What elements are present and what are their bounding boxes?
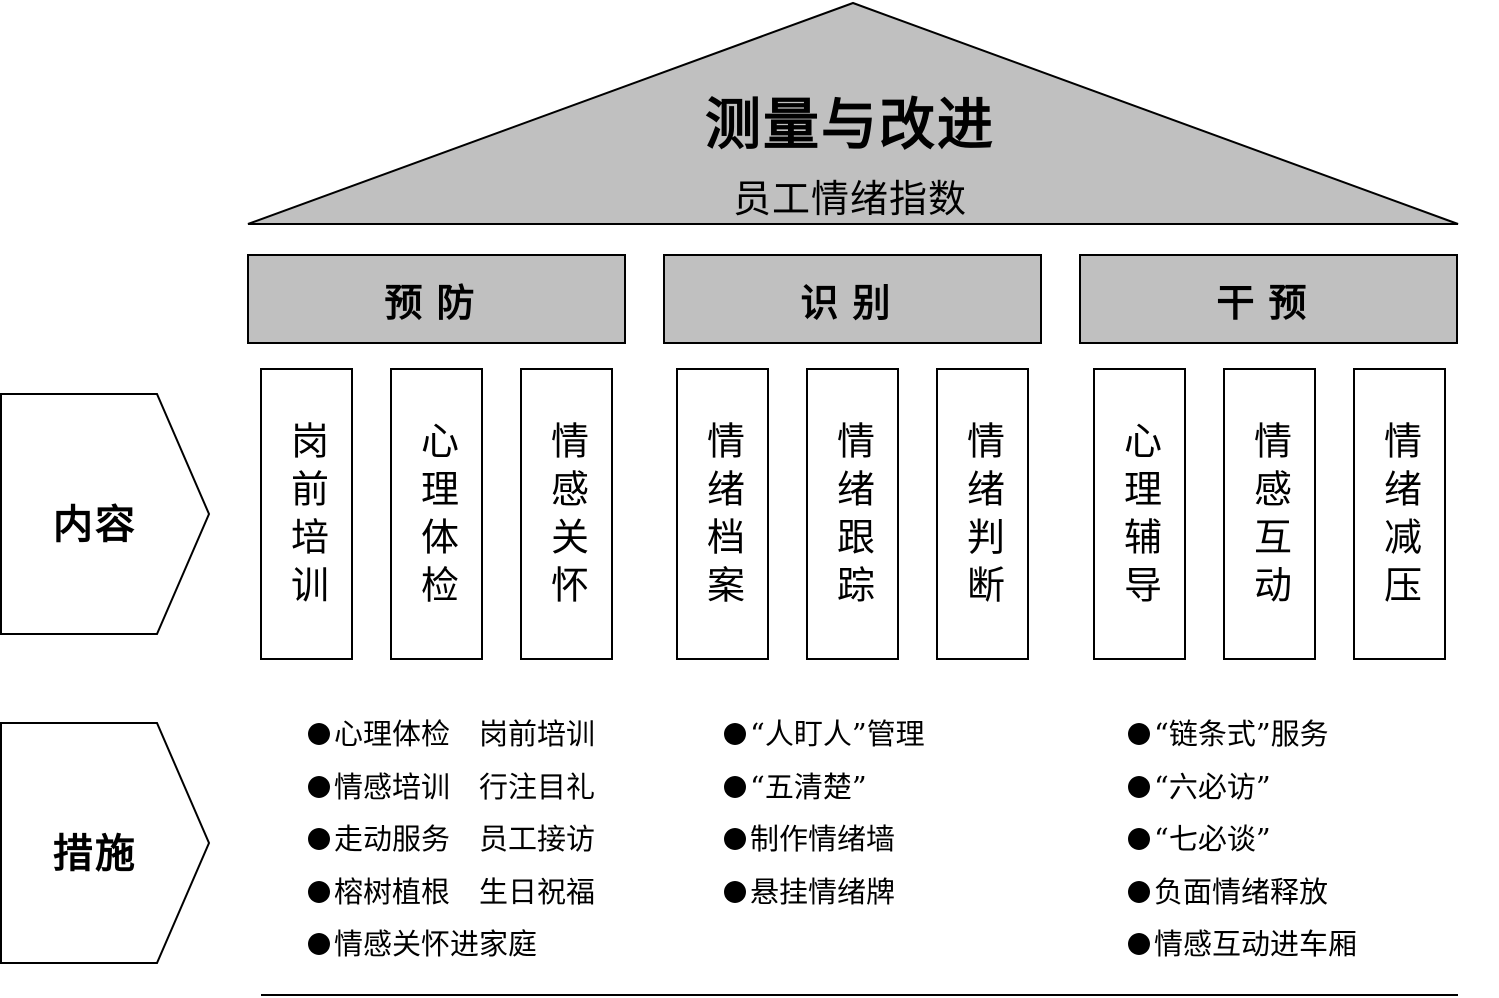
bullet-icon	[1128, 880, 1150, 903]
pillar-label: 情感关怀	[544, 421, 589, 613]
bullet-icon	[308, 828, 330, 851]
measures-list-identification: “人盯人”管理 “五清楚” 制作情绪墙 悬挂情绪牌	[724, 708, 925, 918]
roof-triangle	[247, 1, 1459, 225]
measure-item: 悬挂情绪牌	[724, 866, 925, 919]
pillar: 情感关怀	[521, 369, 612, 659]
bullet-icon	[724, 828, 746, 851]
bullet-icon	[308, 880, 330, 903]
bullet-icon	[724, 775, 746, 798]
measures-label: 措施	[53, 830, 137, 877]
pillar-box	[806, 368, 899, 660]
pillar-label: 心理辅导	[1117, 421, 1162, 613]
pillar-box	[1223, 368, 1316, 660]
pillar: 情绪减压	[1354, 369, 1445, 659]
bullet-icon	[308, 723, 330, 746]
category-label-identification: 识别	[800, 279, 905, 325]
pillar: 情绪档案	[677, 369, 768, 659]
pillar: 心理辅导	[1094, 369, 1185, 659]
pillar-label: 情绪档案	[700, 421, 745, 613]
bullet-icon	[724, 723, 746, 746]
category-label-intervention: 干预	[1216, 279, 1321, 325]
roof-subtitle: 员工情绪指数	[732, 177, 968, 221]
measure-item: 情感互动进车厢	[1128, 918, 1357, 971]
pillar-label: 岗前培训	[284, 421, 329, 613]
bullet-icon	[1128, 775, 1150, 798]
pillar: 情绪判断	[937, 369, 1028, 659]
measure-item: 走动服务 员工接访	[308, 813, 595, 866]
category-box-identification	[663, 254, 1042, 344]
pillar-box	[1093, 368, 1186, 660]
pillar-box	[936, 368, 1029, 660]
pillar-label: 情绪判断	[960, 421, 1005, 613]
pillar-label: 情绪跟踪	[830, 421, 875, 613]
roof-title: 测量与改进	[705, 92, 995, 158]
pillar-label: 心理体检	[414, 421, 459, 613]
pillar: 心理体检	[391, 369, 482, 659]
measure-item: 制作情绪墙	[724, 813, 925, 866]
measure-item: “人盯人”管理	[724, 708, 925, 761]
bullet-icon	[1128, 933, 1150, 956]
bullet-icon	[724, 880, 746, 903]
measure-item: 心理体检 岗前培训	[308, 708, 595, 761]
content-label: 内容	[53, 501, 137, 548]
category-box-intervention	[1079, 254, 1458, 344]
measures-list-intervention: “链条式”服务 “六必访” “七必谈” 负面情绪释放 情感互动进车厢	[1128, 708, 1357, 971]
pillar-label: 情绪减压	[1377, 421, 1422, 613]
bullet-icon	[1128, 723, 1150, 746]
bullet-icon	[308, 933, 330, 956]
category-label-prevention: 预防	[384, 279, 489, 325]
pillar-label: 情感互动	[1247, 421, 1292, 613]
pillar: 情感互动	[1224, 369, 1315, 659]
measure-item: “六必访”	[1128, 761, 1357, 814]
bullet-icon	[308, 775, 330, 798]
pillar: 情绪跟踪	[807, 369, 898, 659]
pillar-box	[520, 368, 613, 660]
measure-item: 情感关怀进家庭	[308, 918, 595, 971]
pillar-box	[676, 368, 769, 660]
pillar-box	[1353, 368, 1446, 660]
measure-item: “七必谈”	[1128, 813, 1357, 866]
category-box-prevention	[247, 254, 626, 344]
measure-item: 榕树植根 生日祝福	[308, 866, 595, 919]
measure-item: “链条式”服务	[1128, 708, 1357, 761]
measure-item: “五清楚”	[724, 761, 925, 814]
measures-list-prevention: 心理体检 岗前培训 情感培训 行注目礼 走动服务 员工接访 榕树植根 生日祝福 …	[308, 708, 595, 971]
bullet-icon	[1128, 828, 1150, 851]
content-arrow-shape	[0, 393, 211, 635]
measure-item: 情感培训 行注目礼	[308, 761, 595, 814]
measure-item: 负面情绪释放	[1128, 866, 1357, 919]
pillar-box	[260, 368, 353, 660]
pillar: 岗前培训	[261, 369, 352, 659]
measures-arrow-shape	[0, 722, 211, 964]
pillar-box	[390, 368, 483, 660]
